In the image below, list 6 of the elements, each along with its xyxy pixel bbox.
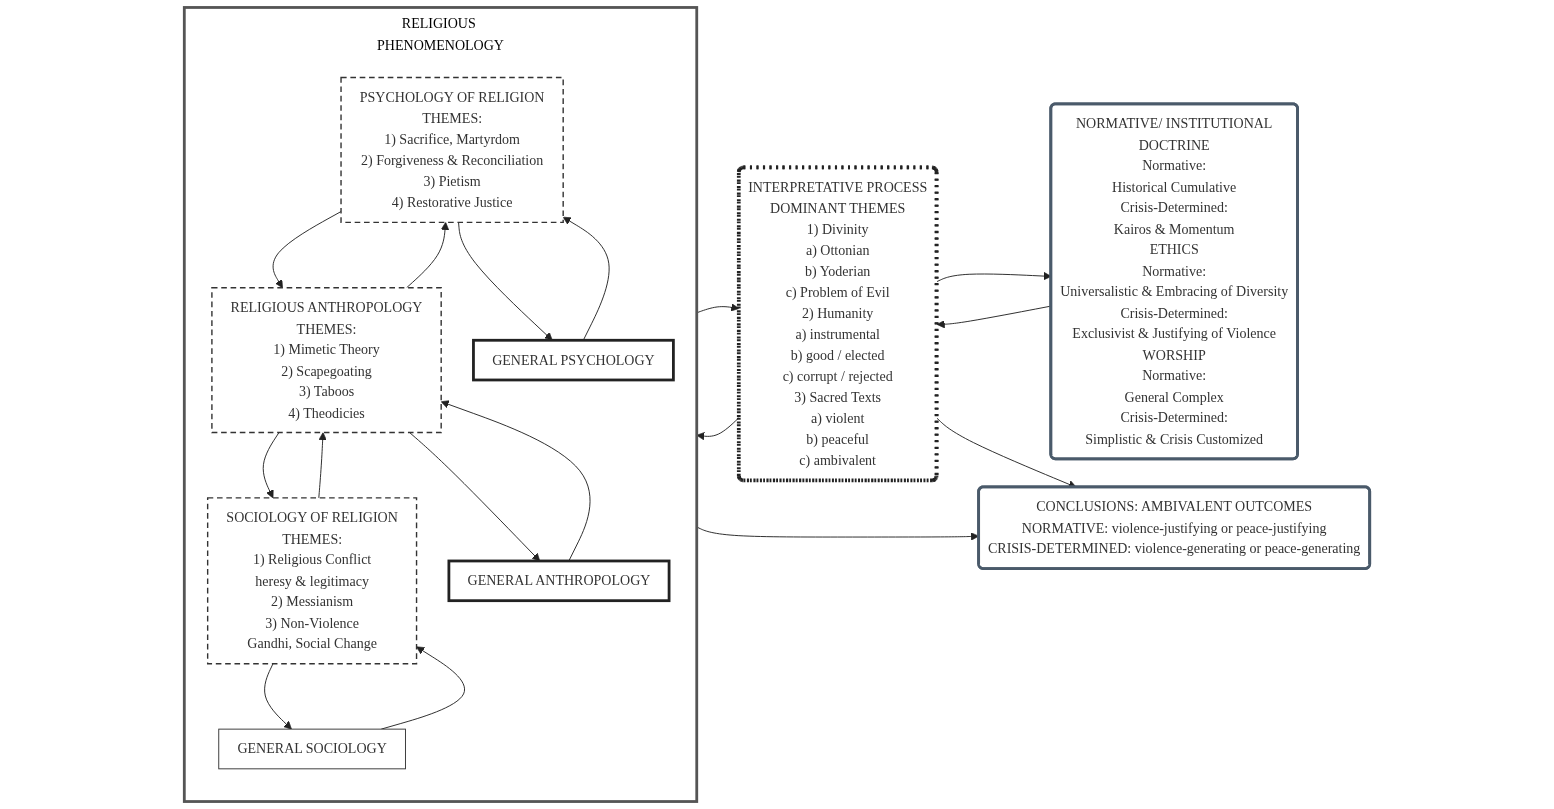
node-box: PSYCHOLOGY OF RELIGION THEMES: 1) Sacrifice, Martyrdom 2) Forgiveness & Reconciliation 3) Pietism 4) Restorative Justice	[340, 76, 564, 224]
node-box: GENERAL SOCIOLOGY	[218, 728, 406, 770]
node-box: RELIGIOUS ANTHROPOLOGY THEMES: 1) Mimetic Theory 2) Scapegoating 3) Taboos 4) Theodicies	[211, 287, 442, 434]
node-box: GENERAL PSYCHOLOGY	[472, 338, 675, 382]
node-box: GENERAL ANTHROPOLOGY	[447, 559, 671, 603]
node-box: SOCIOLOGY OF RELIGION THEMES: 1) Religious Conflict heresy & legitimacy 2) Messianism 3) Non-Violence Gandhi, Social Change	[206, 497, 418, 665]
